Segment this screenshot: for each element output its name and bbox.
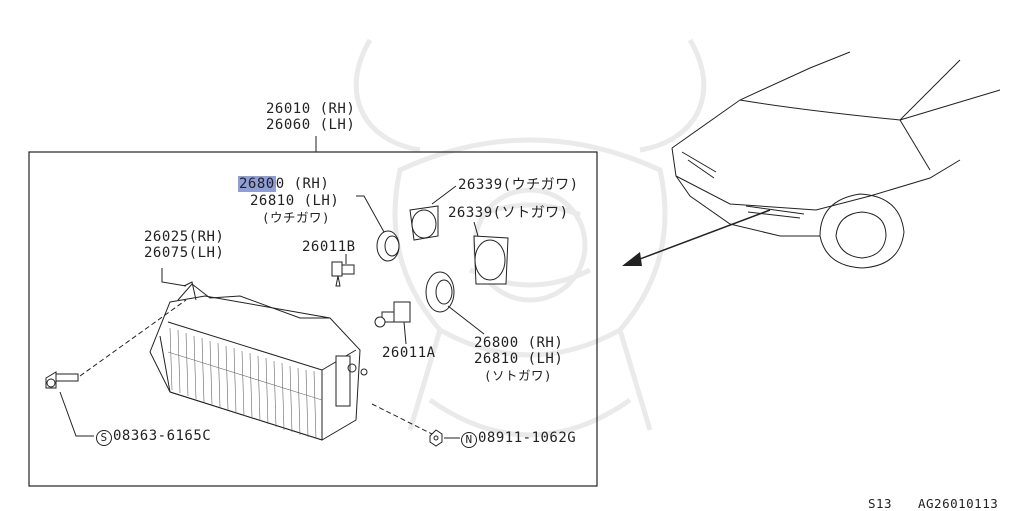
car-front-illustration bbox=[671, 51, 1001, 269]
part-26810-outer-label: 26810 (LH) bbox=[474, 351, 564, 367]
outer-side-note: (ソトガワ) bbox=[484, 368, 553, 383]
part-26075-label: 26075(LH) bbox=[144, 245, 225, 261]
highlighted-part-number[interactable]: 2680 bbox=[238, 176, 276, 192]
screw-part-number: 08363-6165C bbox=[113, 428, 212, 444]
inner-bulb-holder bbox=[376, 230, 400, 262]
illustration-code: AG26010113 bbox=[918, 496, 999, 511]
outer-cap bbox=[473, 235, 509, 285]
headlamp-assembly bbox=[149, 281, 368, 441]
s-symbol-icon: S bbox=[96, 430, 112, 446]
outer-bulb-holder bbox=[425, 271, 455, 313]
n-symbol-icon: N bbox=[461, 432, 477, 448]
part-26800-inner-suffix: 0 (RH) bbox=[275, 176, 330, 192]
part-26010-label: 26010 (RH) bbox=[266, 101, 356, 117]
nut-part-number: 08911-1062G bbox=[478, 430, 577, 446]
part-26339-outer-label: 26339(ソトガワ) bbox=[448, 205, 569, 221]
screw-08363 bbox=[45, 371, 79, 389]
part-26810-inner-label: 26810 (LH) bbox=[250, 193, 340, 209]
part-26025-label: 26025(RH) bbox=[144, 229, 225, 245]
part-26339-inner-label: 26339(ウチガワ) bbox=[458, 177, 579, 193]
part-26011b-label: 26011B bbox=[302, 239, 356, 255]
part-26800-inner-label[interactable]: 26800 (RH) bbox=[238, 176, 330, 192]
part-26800-outer-label: 26800 (RH) bbox=[474, 335, 564, 351]
inner-side-note: (ウチガワ) bbox=[262, 210, 331, 225]
nut-08911 bbox=[429, 429, 443, 447]
bulb-26011b bbox=[331, 261, 355, 287]
model-code: S13 bbox=[868, 496, 893, 511]
inner-cap bbox=[409, 205, 439, 241]
part-26060-label: 26060 (LH) bbox=[266, 117, 356, 133]
bulb-26011a bbox=[374, 301, 411, 328]
part-26011a-label: 26011A bbox=[382, 345, 436, 361]
